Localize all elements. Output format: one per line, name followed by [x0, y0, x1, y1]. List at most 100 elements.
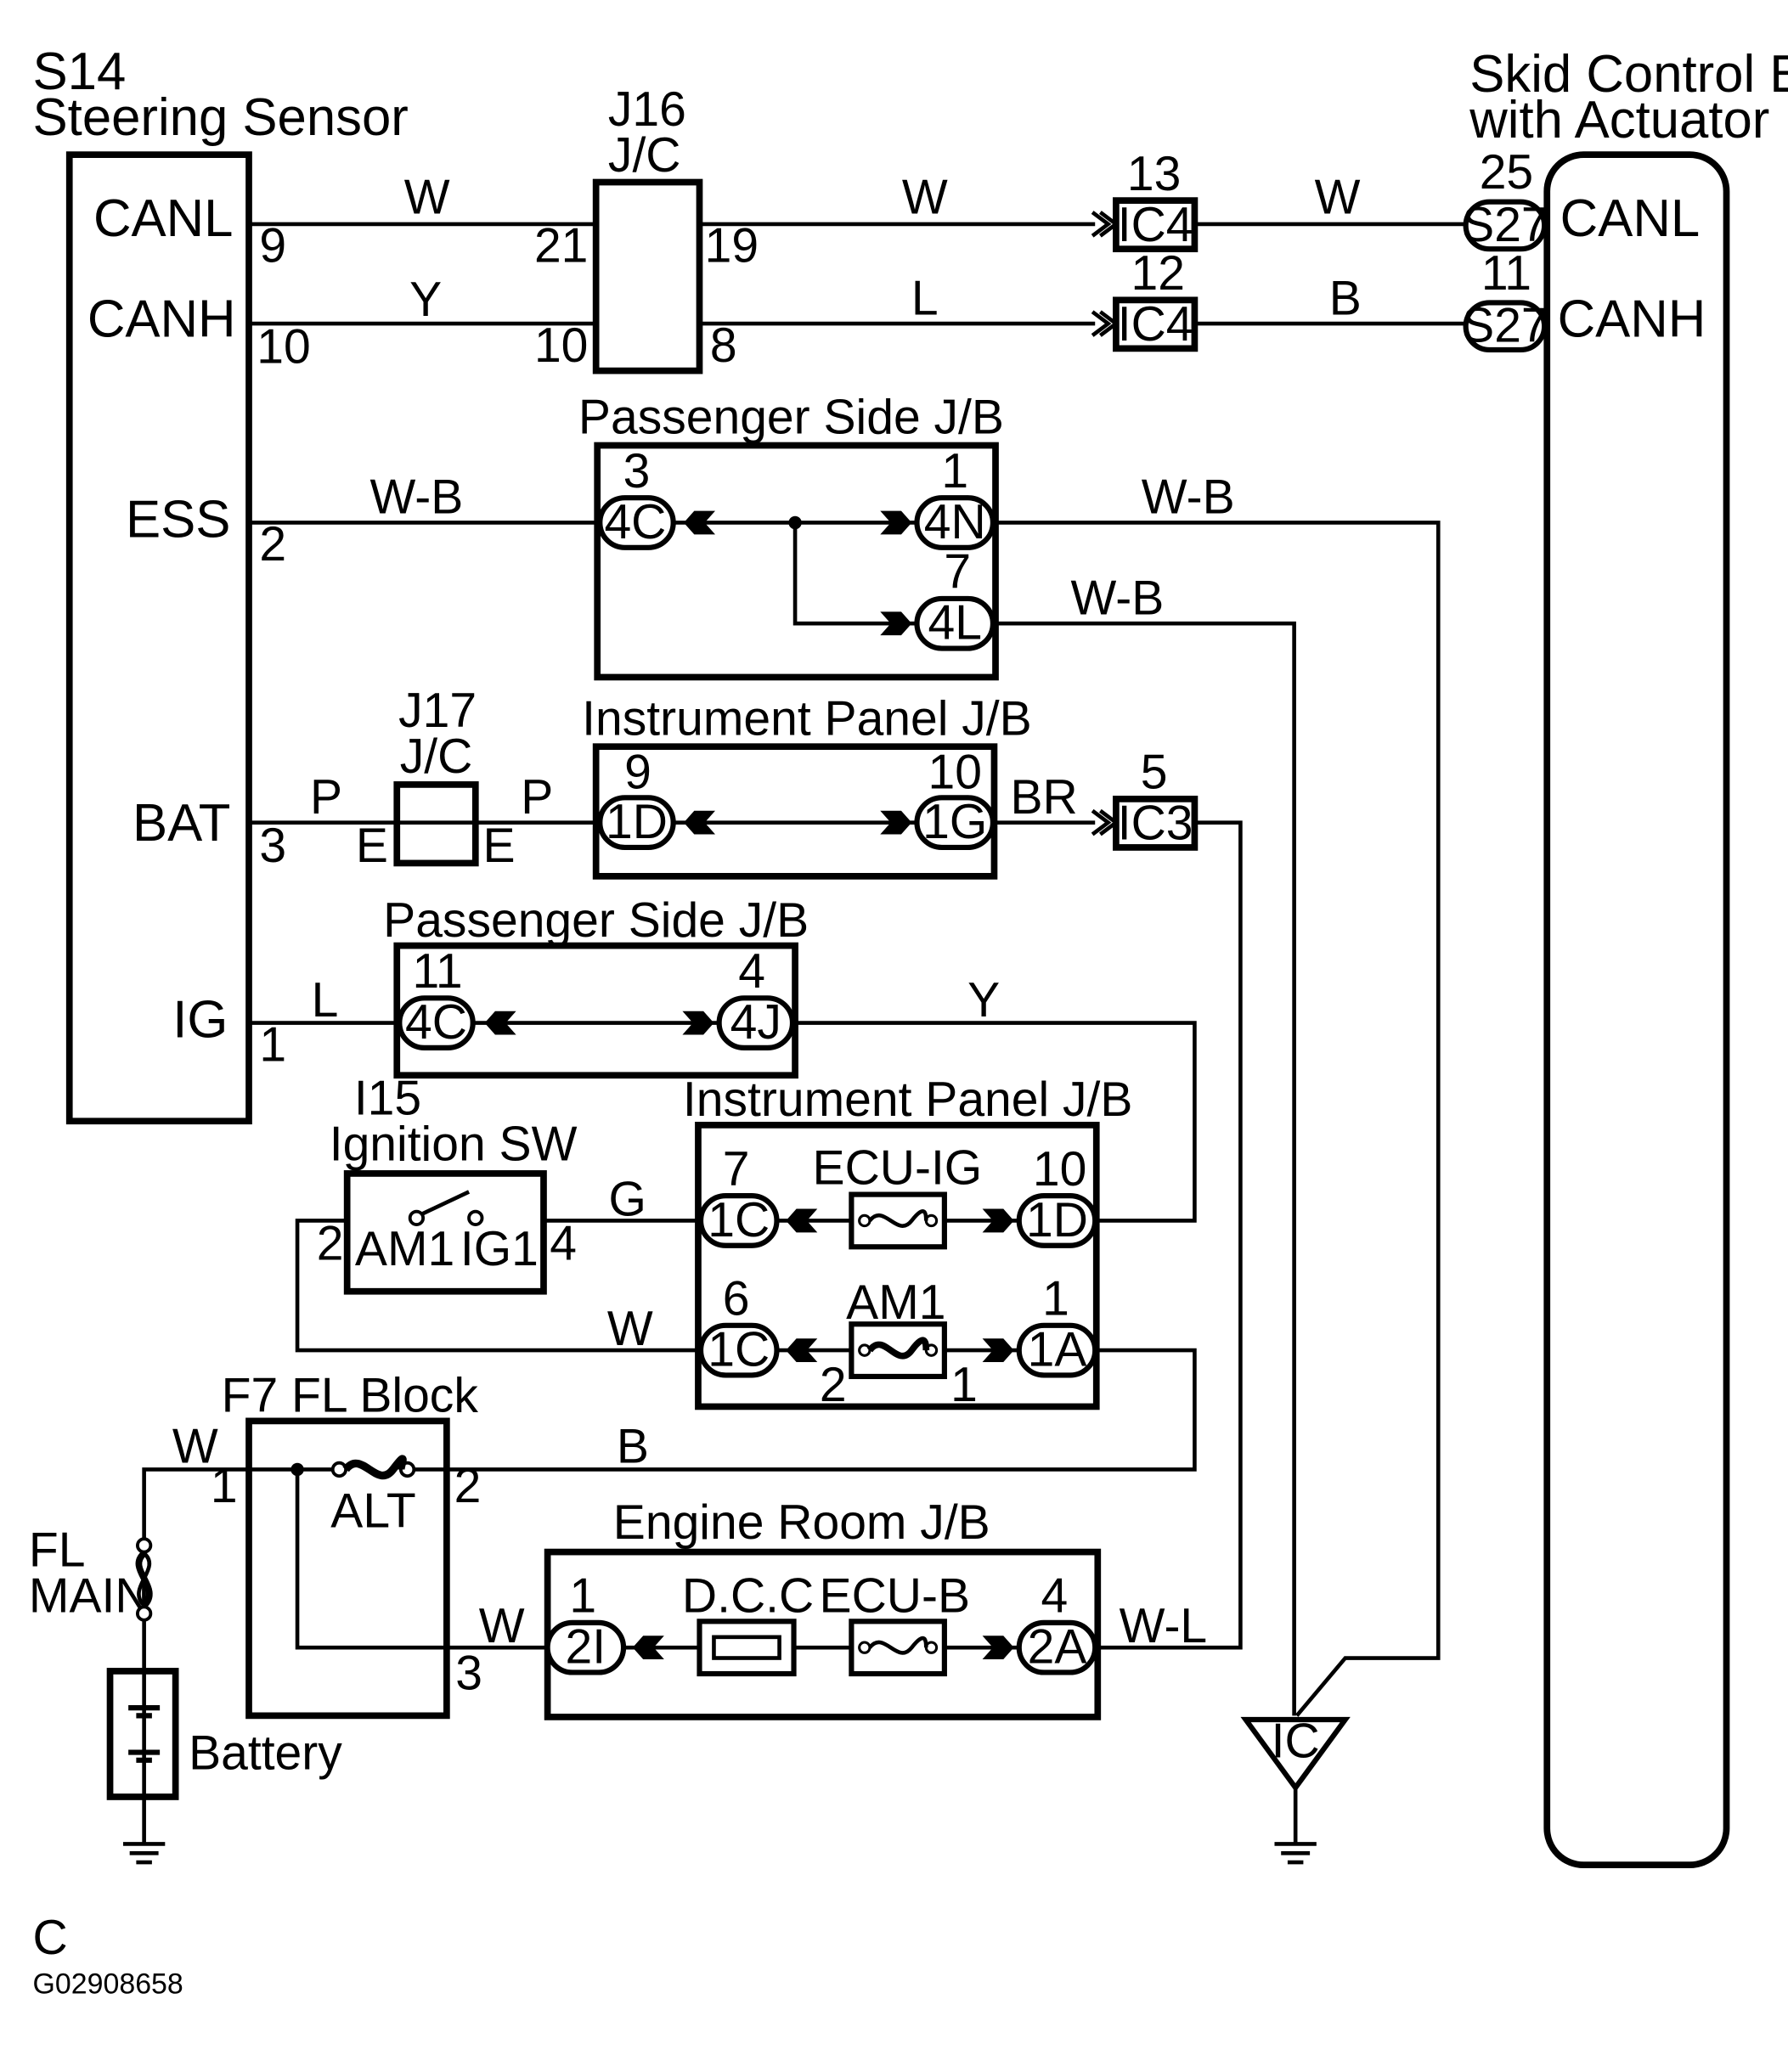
ground-ic-label: IC	[1272, 1714, 1320, 1769]
fl-block: F7 FL Block W ALT 1 2 3 W	[142, 1369, 548, 1720]
connector-1g-label: 1G	[922, 795, 987, 849]
steering-sensor: S14 Steering Sensor CANL 9 CANH 10 ESS 2…	[33, 42, 409, 1125]
wire-color-canl-1: W	[404, 171, 450, 225]
connector-1d-10	[1016, 1193, 1098, 1248]
corner-letter: C	[33, 1911, 68, 1965]
fuse-dcc-element	[712, 1635, 781, 1660]
fuse-ecu-b-label: ECU-B	[820, 1569, 971, 1624]
pin-label-ig: IG	[172, 991, 228, 1050]
fuse-dcc-label: D.C.C	[682, 1569, 814, 1624]
ignition-switch-left-label: AM1	[355, 1222, 454, 1276]
ic4-plug-arrow-1	[1091, 211, 1120, 238]
connector-1g-pin: 10	[928, 746, 981, 800]
passenger-jb-2-title: Passenger Side J/B	[383, 893, 809, 948]
connector-2i-pin: 1	[569, 1569, 596, 1624]
connector-4n-label: 4N	[924, 495, 986, 549]
instrument-jb-1-title: Instrument Panel J/B	[582, 691, 1032, 746]
pin-label-canl: CANL	[93, 189, 234, 248]
wire-color-ess-1: W-B	[369, 470, 463, 525]
pin-num-1: 1	[259, 1017, 286, 1072]
instrument-panel-jb-2: Instrument Panel J/B ECU-IG AM1 2 1 1C 7…	[445, 1073, 1197, 1474]
ic3-plug-arrow	[1091, 808, 1120, 836]
connector-4c-ig	[397, 995, 476, 1050]
ignition-switch-pin-4: 4	[550, 1217, 577, 1271]
connector-4l-label: 4L	[928, 596, 981, 650]
pin-label-bat: BAT	[133, 794, 230, 853]
fl-block-title: F7 FL Block	[222, 1369, 479, 1423]
wire-color-bat-1: P	[310, 770, 342, 825]
switch-contact-right	[467, 1209, 484, 1226]
fuse-alt-label: ALT	[330, 1484, 415, 1538]
engine-jb-title: Engine Room J/B	[613, 1495, 990, 1550]
connector-4c-top-label: 4C	[604, 495, 666, 549]
ic4-connector-1-label: IC4	[1118, 198, 1193, 252]
ic4-connector-2-label: IC4	[1118, 297, 1193, 352]
ignition-switch: I15 Ignition SW AM1 IG1 2 4 G W	[295, 1072, 702, 1356]
wire-color-fl-b: B	[617, 1420, 649, 1474]
steering-sensor-name: Steering Sensor	[33, 88, 409, 147]
j16-code: J16	[608, 82, 686, 137]
ic4-pin-12: 12	[1131, 246, 1185, 301]
fl-main-fuse-element-2	[137, 1551, 152, 1607]
wire-color-engine-wl: W-L	[1120, 1599, 1208, 1653]
connector-2a-label: 2A	[1028, 1620, 1087, 1675]
ecu-connector-s27-canl-label: S27	[1462, 198, 1548, 252]
j17-pin-left: E	[356, 819, 388, 873]
instrument-jb-2-title: Instrument Panel J/B	[683, 1073, 1133, 1127]
j17-name: J/C	[400, 729, 473, 784]
splice-point-fl	[290, 1462, 304, 1477]
wire-color-sw-w: W	[607, 1302, 653, 1356]
connector-1c-7	[697, 1193, 780, 1248]
switch-lever	[420, 1190, 471, 1216]
pin-num-3: 3	[259, 819, 286, 873]
pin-num-10: 10	[257, 319, 310, 374]
connector-4j-pin: 4	[738, 944, 765, 999]
ecu-pin-25: 25	[1480, 145, 1533, 200]
wire-color-canh-2: L	[911, 271, 939, 325]
figure-code: G02908658	[33, 1968, 183, 2000]
switch-contact-left	[408, 1209, 426, 1226]
pin-label-canh: CANH	[87, 290, 236, 349]
ic4-connector-2	[1113, 296, 1199, 352]
fuse-am1-element	[866, 1337, 930, 1360]
fuse-ecu-ig-label: ECU-IG	[813, 1140, 983, 1195]
ic4-connector-1	[1113, 197, 1199, 253]
steering-sensor-code: S14	[33, 42, 127, 101]
ground-ic-triangle	[1240, 1716, 1351, 1793]
bat-circuit: J17 J/C E E P P Instrument Panel J/B 1D …	[249, 684, 1243, 1650]
ecu-connector-s27-canh-label: S27	[1462, 299, 1548, 353]
fuse-am1-label: AM1	[846, 1275, 945, 1330]
ecu-body	[1543, 151, 1730, 1869]
wire-sw-w	[295, 1219, 702, 1353]
fuse-ecu-b-terminal-left	[858, 1641, 871, 1654]
engine-room-jb: Engine Room J/B D.C.C ECU-B 2I 1 2A 4 W-…	[544, 1495, 1208, 1720]
wire-color-ig-1: L	[312, 973, 339, 1028]
fl-block-pin-2: 2	[454, 1459, 482, 1513]
ecu-name-line1: Skid Control ECU	[1469, 45, 1788, 104]
splice-point-ess	[788, 515, 802, 530]
connector-1a-pin: 1	[1042, 1271, 1069, 1326]
fl-main-terminal-top	[135, 1537, 153, 1554]
wire-color-bat-2: P	[521, 770, 553, 825]
connector-1a	[1016, 1322, 1098, 1378]
j16-pin-19: 19	[705, 219, 759, 273]
j16-body	[592, 178, 703, 374]
wire-fl-b	[445, 1348, 1197, 1472]
ecu-pin-11: 11	[1481, 246, 1531, 301]
connector-4c-top	[597, 495, 676, 550]
passenger-jb-1-branch	[792, 522, 917, 626]
wire-color-canh-1: Y	[409, 273, 442, 327]
wire-ig-2	[792, 1021, 1197, 1223]
steering-sensor-body	[65, 151, 252, 1125]
connector-4l-pin: 7	[944, 545, 971, 600]
wire-color-canl-3: W	[1315, 171, 1361, 225]
wire-ic3-to-engine-jb	[1095, 820, 1243, 1650]
passenger-jb-1-title: Passenger Side J/B	[578, 391, 1004, 445]
wire-color-ess-2: W-B	[1142, 470, 1235, 525]
ecu-label-canl: CANL	[1560, 189, 1701, 248]
fuse-ecu-ig-terminal-left	[858, 1213, 871, 1228]
fl-block-pin-3: 3	[455, 1647, 482, 1701]
ic3-pin-5: 5	[1141, 746, 1168, 800]
fuse-ecu-ig-element	[868, 1209, 928, 1228]
ic3-connector-label: IC3	[1118, 797, 1193, 851]
